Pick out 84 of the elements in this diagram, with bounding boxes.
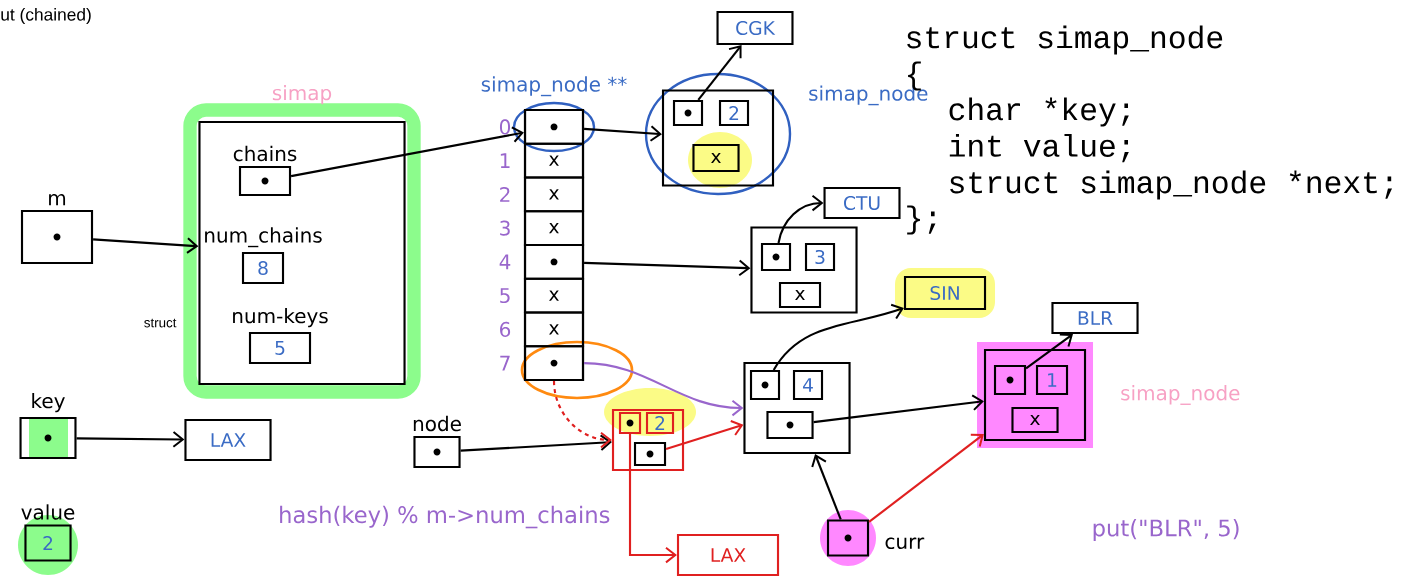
array-cell — [523, 243, 585, 280]
node-label: simap_node ** — [481, 76, 627, 97]
index-number: 3 — [500, 220, 510, 236]
arrow — [584, 125, 662, 142]
code-line: struct simap_node *next; — [950, 170, 1393, 200]
arrow — [868, 433, 984, 523]
index-number: 5 — [500, 288, 510, 304]
node-label: value — [21, 504, 75, 520]
field-box: 4 — [792, 369, 824, 401]
code-line: char *key; — [949, 97, 1129, 127]
arrow — [811, 454, 842, 520]
arrow — [665, 420, 744, 450]
string-box: CTU — [823, 186, 901, 220]
arrow — [93, 237, 199, 254]
arrow — [584, 362, 744, 417]
code-line: struct simap_node — [907, 25, 1223, 55]
node-label: chains — [233, 145, 297, 162]
field-box: x — [778, 281, 822, 309]
string-box: BLR — [1051, 301, 1139, 335]
arrow — [697, 45, 742, 101]
field-box: 8 num_chains — [205, 227, 322, 285]
node-label: simap_node — [1121, 385, 1240, 405]
field-box — [618, 411, 642, 435]
variable-box: m — [20, 194, 94, 265]
array-cell — [523, 345, 585, 382]
field-box: 3 — [804, 242, 836, 272]
field-box — [993, 364, 1027, 396]
string-box: LAX — [676, 533, 780, 577]
array-cell — [523, 108, 585, 145]
string-box: LAX — [184, 418, 272, 462]
field-box: x — [692, 143, 740, 173]
field-box — [749, 369, 781, 401]
arrow — [628, 434, 677, 564]
array-cell: x — [523, 311, 585, 348]
field-box: 2 — [718, 99, 750, 127]
note: struct — [144, 318, 177, 328]
title: ut (chained) — [1, 7, 91, 25]
code-line: }; — [907, 205, 936, 235]
variable-box: key — [19, 392, 77, 460]
node-label: key — [32, 392, 65, 413]
handwritten-note: put("BLR", 5) — [1093, 519, 1239, 541]
field-box — [760, 242, 792, 272]
field-box: chains — [233, 145, 297, 197]
variable-box: curr — [826, 519, 925, 557]
index-number: 4 — [499, 254, 511, 270]
arrow — [290, 126, 524, 178]
node-box — [611, 408, 685, 472]
string-box: CGK — [716, 10, 794, 46]
index-number: 0 — [499, 119, 511, 135]
node-label: num_chains — [205, 227, 322, 248]
code-line: int value; — [949, 133, 1129, 163]
field-box — [766, 410, 814, 440]
arrow — [584, 259, 751, 277]
handwritten-note: hash(key) % m->num_chains — [280, 505, 610, 529]
field-box: 2 — [645, 411, 675, 435]
variable-box: node — [413, 415, 461, 469]
arrow — [552, 381, 612, 449]
field-box — [672, 99, 704, 127]
arrow — [777, 194, 824, 244]
node-box — [750, 226, 858, 314]
string-box: SIN — [903, 275, 987, 311]
array-cell: x — [523, 210, 585, 247]
field-box — [633, 441, 667, 467]
array-cell: x — [523, 176, 585, 213]
arrow — [460, 434, 612, 452]
index-number: 2 — [500, 186, 510, 202]
field-box: 5 num-keys — [233, 307, 328, 365]
node-label: m — [49, 194, 66, 206]
variable-box: 2 value — [21, 504, 75, 562]
arrow — [76, 431, 185, 448]
array-cell: x — [523, 277, 585, 314]
node-label: simap — [272, 84, 332, 105]
node-box — [743, 361, 851, 455]
field-box: 1 — [1035, 364, 1069, 396]
arrow — [772, 303, 904, 371]
array-cell: x — [523, 142, 585, 179]
index-number: 1 — [500, 153, 510, 168]
node-label: node — [413, 415, 461, 432]
index-number: 7 — [500, 355, 510, 371]
node-label: num-keys — [233, 307, 328, 328]
arrow — [813, 394, 984, 424]
index-number: 6 — [500, 321, 511, 337]
node-label: curr — [885, 537, 925, 550]
field-box: x — [1011, 406, 1059, 434]
